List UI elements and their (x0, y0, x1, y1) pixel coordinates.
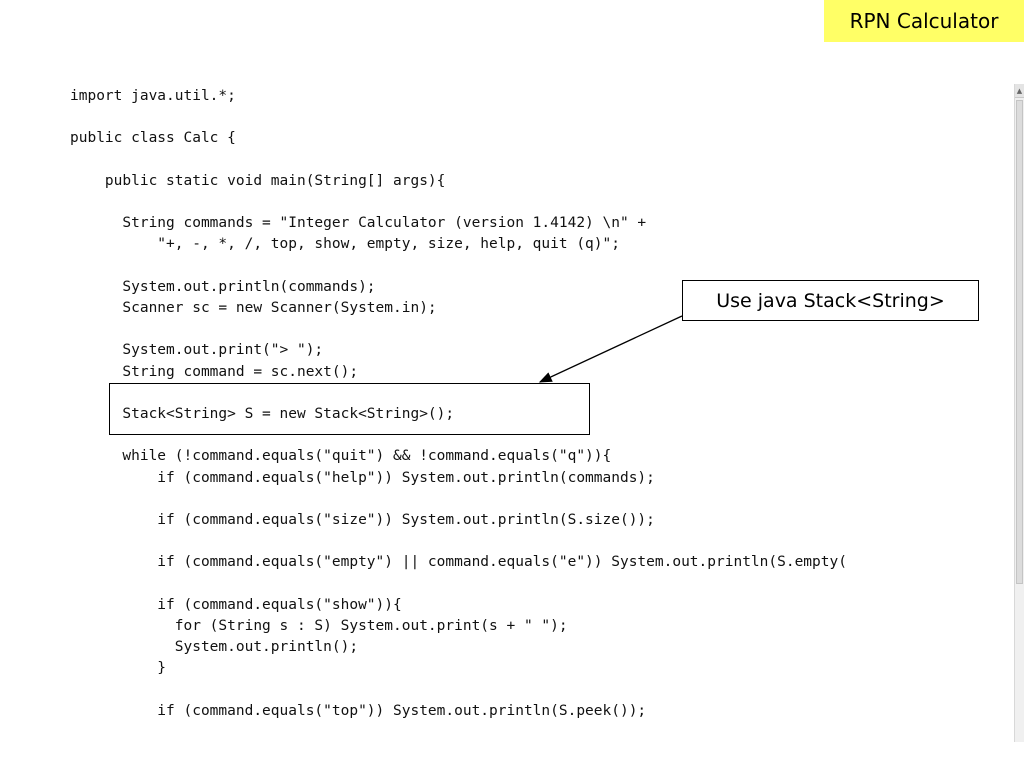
code-line: Scanner sc = new Scanner(System.in); (70, 300, 437, 316)
code-line: System.out.println(); (70, 639, 359, 656)
code-line: if (command.equals("empty") || command.e… (70, 554, 847, 571)
code-line: public static void main(String[] args){ (70, 172, 446, 189)
stack-declaration-highlight (109, 383, 590, 435)
code-line: if (command.equals("show")){ (70, 596, 402, 613)
scroll-up-arrow-icon[interactable]: ▲ (1015, 84, 1024, 98)
code-editor: import java.util.*; public class Calc { p… (0, 78, 1014, 738)
slide-title: RPN Calculator (824, 0, 1024, 42)
code-line: if (command.equals("help")) System.out.p… (70, 469, 655, 486)
code-line: String commands = "Integer Calculator (v… (70, 215, 647, 232)
code-line: String command = sc.next(); (70, 363, 359, 380)
code-line: System.out.print("> "); (70, 342, 324, 359)
stack-callout-label: Use java Stack<String> (682, 280, 979, 321)
code-line: public class Calc { (70, 130, 236, 147)
vertical-scrollbar[interactable]: ▲ (1014, 84, 1024, 742)
code-line: if (command.equals("top")) System.out.pr… (70, 702, 647, 719)
code-line: for (String s : S) System.out.print(s + … (70, 618, 568, 634)
code-line: "+, -, *, /, top, show, empty, size, hel… (70, 236, 620, 253)
code-line: while (!command.equals("quit") && !comma… (70, 448, 612, 465)
scroll-thumb[interactable] (1016, 100, 1023, 584)
code-line: } (70, 660, 167, 677)
code-line: import java.util.*; (70, 88, 236, 104)
code-line: Stack<String> S = new Stack<String>(); (70, 406, 455, 422)
code-line: if (command.equals("size")) System.out.p… (70, 512, 655, 528)
code-line: System.out.println(commands); (70, 278, 376, 295)
